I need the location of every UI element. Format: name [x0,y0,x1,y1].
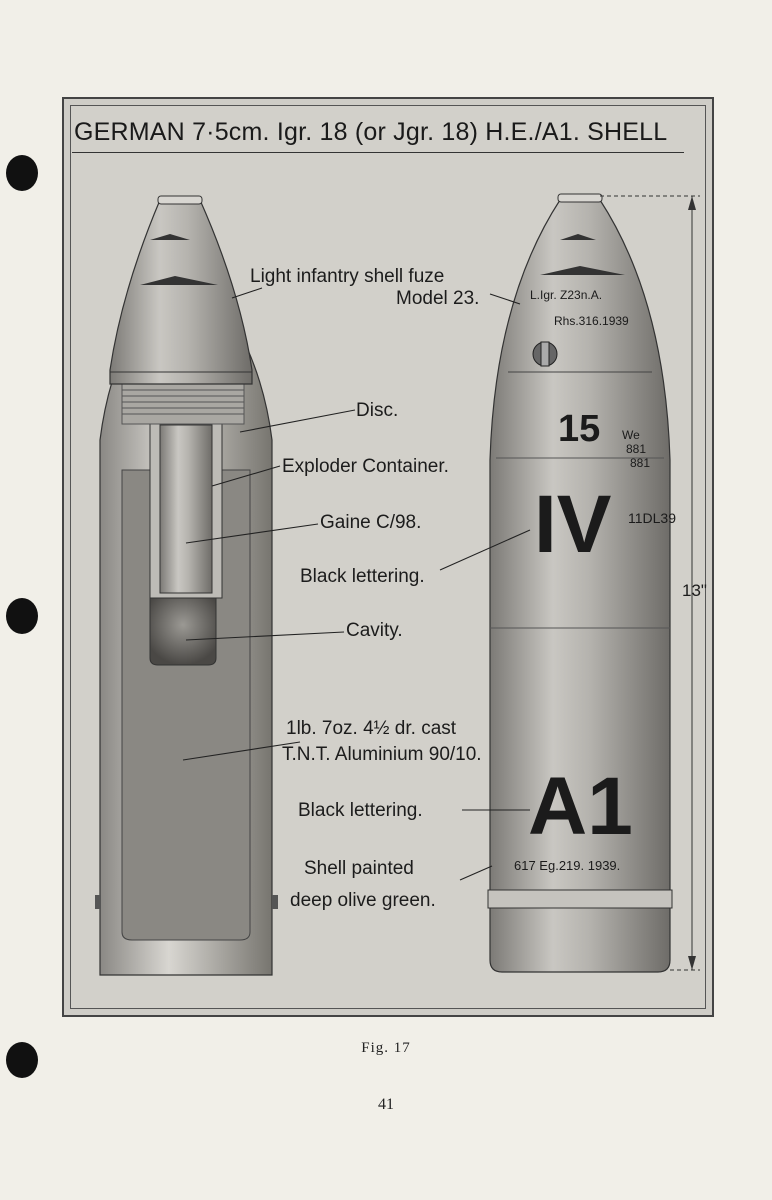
page-number: 41 [378,1096,394,1113]
inspection-stamp: 881 [630,456,651,470]
fuze [109,199,253,385]
binding-hole [6,155,38,191]
fuze-date-marking: Rhs.316.1939 [554,314,629,328]
shell-number: 15 [558,408,601,450]
inspection-stamp: We [622,428,640,442]
binding-hole [6,1042,38,1078]
screw-thread [121,383,245,425]
diagram-title: GERMAN 7·5cm. Igr. 18 (or Jgr. 18) H.E./… [74,118,668,146]
lot-marking: 617 Eg.219. 1939. [514,858,621,873]
label-filling-line1: 1lb. 7oz. 4½ dr. cast [286,718,457,739]
label-cavity: Cavity. [346,620,403,641]
label-fuze-line2: Model 23. [396,288,480,309]
driving-band [487,889,673,909]
fuze-marking: L.Igr. Z23n.A. [530,288,603,302]
label-length: 13" [682,581,707,600]
label-filling-line2: T.N.T. Aluminium 90/10. [282,744,482,765]
title-underline [72,152,684,153]
leader-lines [182,287,531,881]
label-black-lettering-1: Black lettering. [300,566,425,587]
cavity [149,597,217,666]
label-black-lettering-2: Black lettering. [298,800,423,821]
exterior-shell [487,193,700,973]
gaine [159,424,213,594]
label-exploder-container: Exploder Container. [282,456,449,477]
label-gaine: Gaine C/98. [320,512,422,533]
label-painted-line1: Shell painted [304,858,414,879]
filling-marking: A1 [528,761,633,852]
label-disc: Disc. [356,400,399,421]
figure-caption: Fig. 17 [361,1040,411,1056]
binding-hole [6,598,38,634]
sectioned-shell [95,195,278,976]
inspection-stamp: 881 [626,442,647,456]
date-marking: 11DL39 [628,510,677,526]
label-painted-line2: deep olive green. [290,890,436,911]
label-fuze-line1: Light infantry shell fuze [250,266,445,287]
roman-numeral-marking: IV [534,479,612,570]
